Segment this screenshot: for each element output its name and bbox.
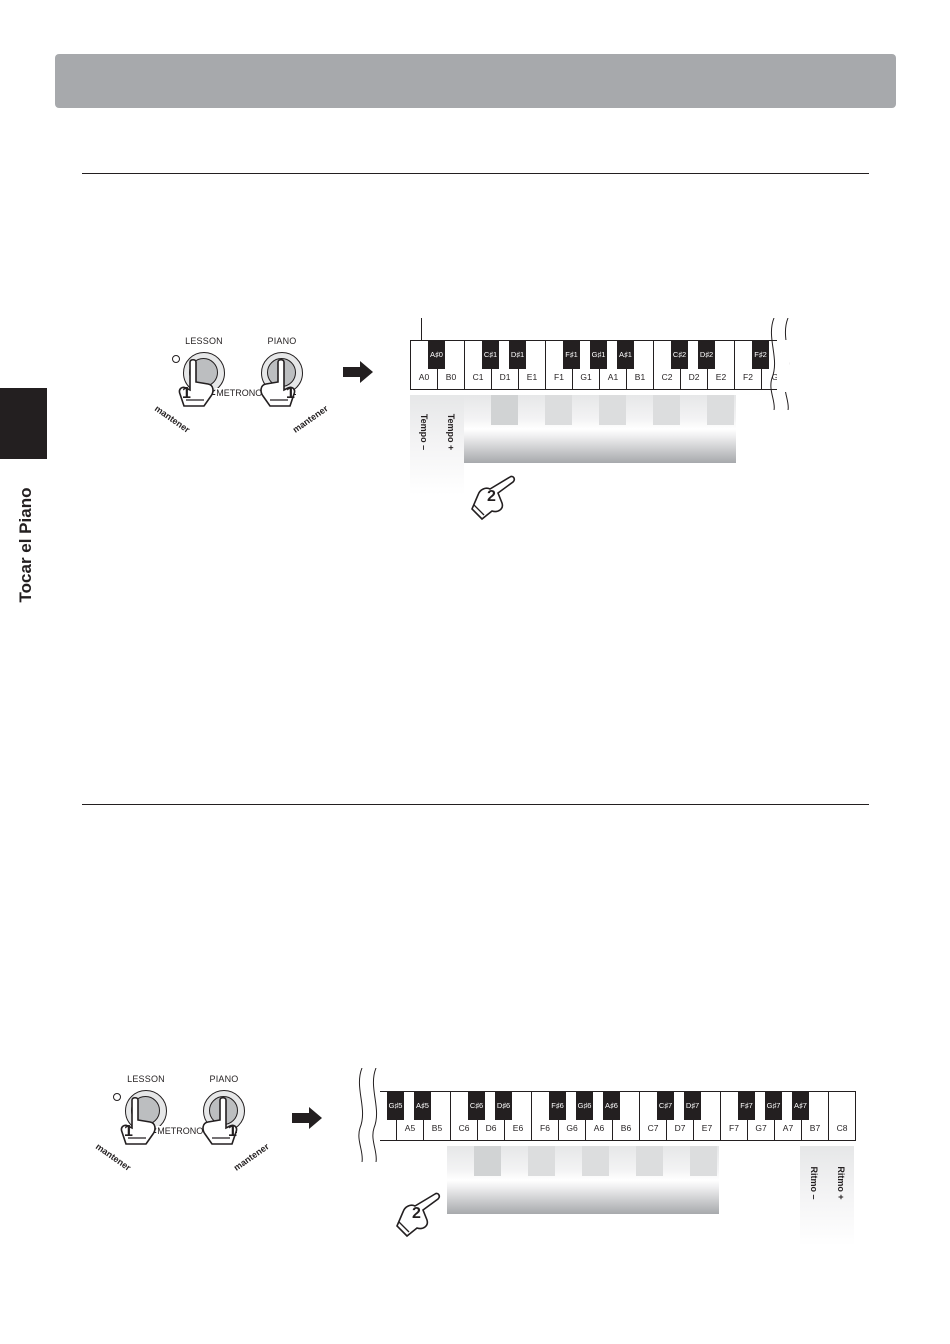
white-key-label: B5 — [431, 1123, 443, 1133]
black-key: G♯5 — [387, 1091, 404, 1120]
lesson-led — [172, 355, 180, 363]
black-key: C♯2 — [671, 340, 688, 369]
right-arrow-icon — [343, 361, 373, 383]
leader-line — [421, 318, 422, 356]
black-key: D♯1 — [509, 340, 526, 369]
black-key: G♯7 — [765, 1091, 782, 1120]
white-key-label: D7 — [674, 1123, 686, 1133]
hold-label-right: mantener — [290, 403, 330, 435]
white-key-label: G1 — [580, 372, 592, 382]
white-key-label: D6 — [485, 1123, 497, 1133]
number-key-range — [464, 395, 736, 463]
white-key-label: C6 — [458, 1123, 470, 1133]
white-key-label: C7 — [647, 1123, 659, 1133]
section-rule-1 — [82, 173, 869, 174]
white-key-label: C2 — [661, 372, 673, 382]
tempo-minus-strip: Tempo – — [410, 395, 437, 495]
control-panel-top: LESSON PIANO METRONOME 1 1 mantener mant… — [150, 330, 370, 470]
white-key-label: F7 — [729, 1123, 739, 1133]
black-key: A♯5 — [414, 1091, 431, 1120]
step-number-1: 1 — [182, 385, 191, 402]
tempo-plus-strip: Tempo + — [437, 395, 464, 495]
lesson-led — [113, 1093, 121, 1101]
pointing-hand-icon — [202, 1096, 238, 1145]
white-key-label: F1 — [554, 372, 564, 382]
white-key-label: F2 — [743, 372, 753, 382]
white-key-label: B0 — [445, 372, 457, 382]
chapter-tab — [0, 388, 47, 459]
step-number-2: 2 — [487, 488, 496, 505]
tempo-plus-label: Tempo + — [445, 413, 456, 451]
white-key-label: B7 — [809, 1123, 821, 1133]
white-key-label: D2 — [688, 372, 700, 382]
white-key-label: E2 — [715, 372, 727, 382]
step-number-1: 1 — [124, 1123, 133, 1140]
white-key-label: E1 — [526, 372, 538, 382]
black-key: A♯7 — [792, 1091, 809, 1120]
black-key: C♯1 — [482, 340, 499, 369]
white-key-label: A7 — [782, 1123, 794, 1133]
step-number-1b: 1 — [228, 1123, 237, 1140]
rhythm-plus-strip: Ritmo + — [827, 1146, 854, 1246]
white-key-label: G — [771, 372, 779, 382]
keyboard-bottom: A5 B5 C6 D6 E6 F6 G6 A6 B6 C7 D7 E7 F7 G7 A7 B7 C8 G♯5 A♯5… — [369, 1091, 856, 1141]
black-key: D♯2 — [698, 340, 715, 369]
black-key: F♯2 — [752, 340, 769, 369]
black-key: F♯7 — [738, 1091, 755, 1120]
white-key-label: A0 — [418, 372, 430, 382]
header-bar — [55, 54, 896, 108]
black-key: A♯0 — [428, 340, 445, 369]
black-key: A♯6 — [603, 1091, 620, 1120]
white-key-label: E7 — [701, 1123, 713, 1133]
white-key-label: B6 — [620, 1123, 632, 1133]
piano-label: PIANO — [209, 1074, 239, 1084]
white-key-label: A1 — [607, 372, 619, 382]
keyboard-break-icon — [358, 1068, 378, 1162]
white-key: C8 — [828, 1091, 855, 1141]
control-panel-bottom: LESSON PIANO METRONOME 1 1 mantener mant… — [93, 1068, 313, 1208]
white-key-label: B1 — [634, 372, 646, 382]
chapter-label: Tocar el Piano — [16, 487, 35, 603]
white-key-label: F6 — [540, 1123, 550, 1133]
right-arrow-icon — [292, 1107, 322, 1129]
white-key-label: G6 — [566, 1123, 578, 1133]
black-key: D♯6 — [495, 1091, 512, 1120]
black-key: A♯1 — [617, 340, 634, 369]
rhythm-minus-strip: Ritmo – — [800, 1146, 827, 1246]
keyboard-mask — [777, 340, 789, 392]
pointing-hand-icon — [396, 1192, 441, 1238]
black-key: F♯1 — [563, 340, 580, 369]
tempo-minus-label: Tempo – — [418, 413, 429, 451]
rhythm-minus-label: Ritmo – — [808, 1166, 819, 1200]
step-number-2: 2 — [412, 1205, 421, 1222]
pointing-hand-icon — [471, 475, 516, 521]
white-key-label: A6 — [593, 1123, 605, 1133]
pointing-hand-icon — [260, 358, 296, 407]
keyboard-edge — [855, 1091, 856, 1141]
keyboard-top: A0 B0 C1 D1 E1 F1 G1 A1 B1 C2 D2 E2 F2 G A♯0 C♯1 D♯1 F♯1 G… — [410, 340, 788, 390]
metronome-label: METRONOME — [156, 1126, 218, 1136]
white-key-label: C1 — [472, 372, 484, 382]
lesson-label: LESSON — [127, 1074, 165, 1084]
rhythm-plus-label: Ritmo + — [835, 1166, 846, 1200]
white-key-label: G7 — [755, 1123, 767, 1133]
white-key-label: E6 — [512, 1123, 524, 1133]
black-key: C♯7 — [657, 1091, 674, 1120]
step-number-1b: 1 — [286, 385, 295, 402]
metronome-label: METRONOME — [215, 388, 277, 398]
pointing-hand-icon — [178, 358, 214, 407]
black-key: C♯6 — [468, 1091, 485, 1120]
white-key-label: A5 — [404, 1123, 416, 1133]
lesson-label: LESSON — [185, 336, 223, 346]
black-key: F♯6 — [549, 1091, 566, 1120]
black-key: G♯6 — [576, 1091, 593, 1120]
piano-label: PIANO — [267, 336, 297, 346]
white-key-label: D1 — [499, 372, 511, 382]
pointing-hand-icon — [120, 1096, 156, 1145]
section-rule-2 — [82, 804, 869, 805]
black-key: G♯1 — [590, 340, 607, 369]
number-key-range — [447, 1146, 719, 1214]
white-key-label: C8 — [836, 1123, 848, 1133]
black-key: D♯7 — [684, 1091, 701, 1120]
